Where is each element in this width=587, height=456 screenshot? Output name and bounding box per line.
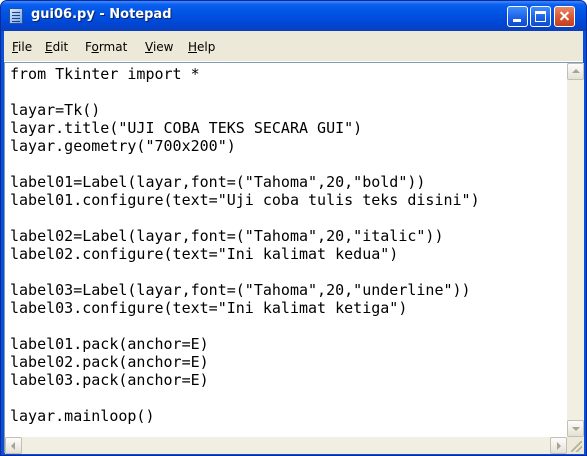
- menu-edit[interactable]: Edit: [45, 40, 69, 54]
- code-line: from Tkinter import *: [10, 65, 200, 83]
- code-line: label03=Label(layar,font=("Tahoma",20,"u…: [10, 281, 471, 299]
- horizontal-scrollbar[interactable]: [5, 437, 567, 454]
- text-editor[interactable]: from Tkinter import * layar=Tk() layar.t…: [4, 62, 584, 454]
- code-line: layar.title("UJI COBA TEKS SECARA GUI"): [10, 119, 363, 137]
- close-icon: [555, 7, 574, 26]
- code-line: label02=Label(layar,font=("Tahoma",20,"i…: [10, 227, 444, 245]
- code-line: label01.configure(text="Uji coba tulis t…: [10, 191, 480, 209]
- scroll-down-button[interactable]: [567, 420, 584, 437]
- code-line: label01=Label(layar,font=("Tahoma",20,"b…: [10, 173, 426, 191]
- arrow-left-icon: [11, 442, 15, 450]
- code-line: label02.configure(text="Ini kalimat kedu…: [10, 245, 399, 263]
- vertical-scrollbar[interactable]: [567, 63, 584, 437]
- code-line: label01.pack(anchor=E): [10, 335, 209, 353]
- minimize-icon: [513, 19, 521, 22]
- code-line: layar.mainloop(): [10, 407, 155, 425]
- code-line: label02.pack(anchor=E): [10, 353, 209, 371]
- code-line: label03.pack(anchor=E): [10, 371, 209, 389]
- menu-bar: File Edit Format View Help: [4, 31, 583, 62]
- scroll-right-button[interactable]: [550, 437, 567, 454]
- maximize-button[interactable]: [530, 6, 551, 27]
- menu-file[interactable]: File: [12, 40, 33, 54]
- menu-view[interactable]: View: [145, 40, 174, 54]
- maximize-icon: [535, 11, 546, 22]
- close-button[interactable]: [554, 6, 575, 27]
- menu-help[interactable]: Help: [188, 40, 216, 54]
- client-area: from Tkinter import * layar=Tk() layar.t…: [4, 62, 584, 454]
- resize-grip-icon: [571, 441, 582, 452]
- size-grip[interactable]: [567, 437, 584, 454]
- menu-format[interactable]: Format: [85, 40, 128, 54]
- arrow-down-icon: [572, 427, 580, 431]
- arrow-right-icon: [557, 442, 561, 450]
- arrow-up-icon: [572, 69, 580, 73]
- window-title: gui06.py - Notepad: [31, 7, 172, 22]
- code-text[interactable]: from Tkinter import * layar=Tk() layar.t…: [10, 65, 480, 425]
- code-line: label03.configure(text="Ini kalimat keti…: [10, 299, 408, 317]
- scroll-left-button[interactable]: [5, 437, 22, 454]
- code-line: layar.geometry("700x200"): [10, 137, 236, 155]
- scroll-up-button[interactable]: [567, 63, 584, 80]
- code-line: layar=Tk(): [10, 101, 101, 119]
- title-bar[interactable]: gui06.py - Notepad: [1, 1, 586, 31]
- minimize-button[interactable]: [507, 6, 528, 27]
- notepad-icon[interactable]: [9, 8, 23, 24]
